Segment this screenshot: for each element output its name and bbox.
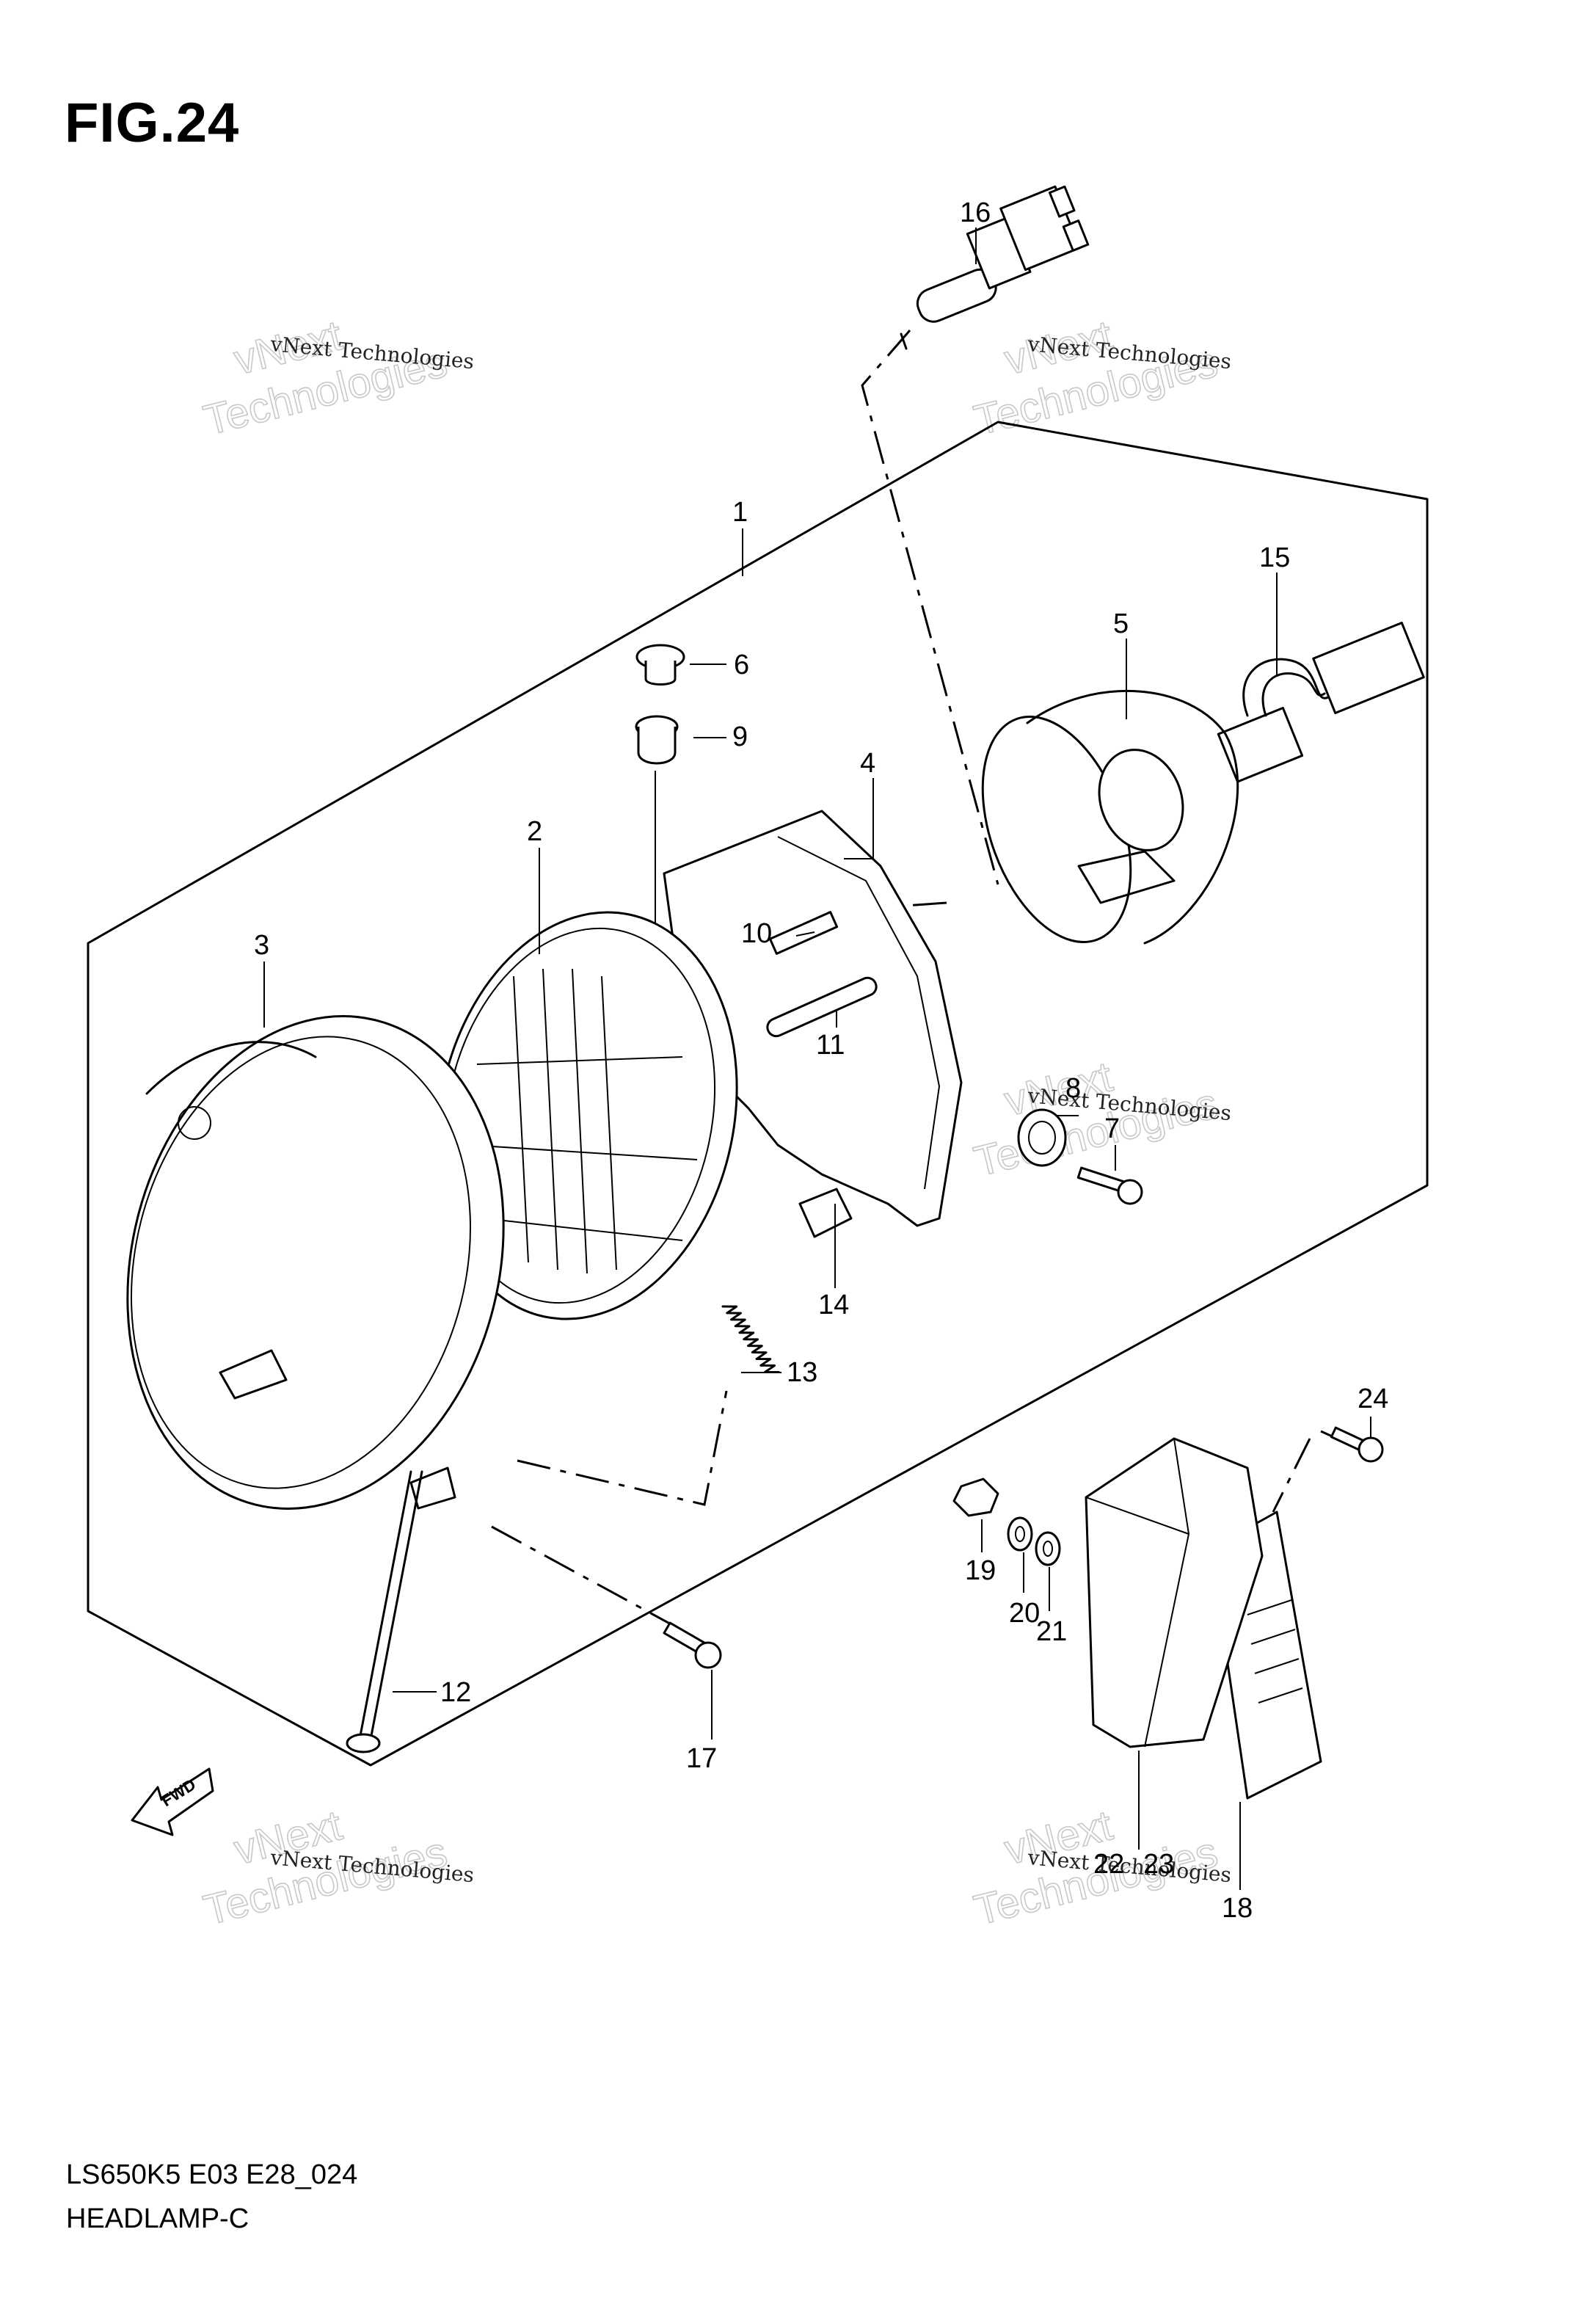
screw	[635, 644, 685, 686]
callout-19: 19	[965, 1555, 996, 1586]
socket-connector	[1217, 622, 1425, 783]
callout-21: 21	[1036, 1616, 1067, 1647]
diagram-name: HEADLAMP-C	[66, 2203, 249, 2234]
side-grommet	[1017, 1108, 1067, 1167]
callout-labels: 1 2 3 4 5 6 7 8 9 10 11 12 13 14 15 16 1…	[254, 197, 1388, 1924]
callout-16: 16	[960, 197, 991, 228]
callout-24: 24	[1358, 1384, 1388, 1414]
callout-22: 22	[1093, 1849, 1124, 1880]
callout-20: 20	[1009, 1598, 1040, 1629]
model-code: LS650K5 E03 E28_024	[66, 2159, 358, 2190]
leader-lines	[263, 228, 1371, 1890]
callout-8: 8	[1065, 1073, 1081, 1104]
fwd-arrow: FWD	[131, 1767, 214, 1836]
callout-6: 6	[734, 650, 749, 680]
figure-title: FIG.24	[65, 92, 240, 154]
signal-housing	[1085, 1437, 1264, 1748]
callout-17: 17	[686, 1743, 717, 1774]
callout-13: 13	[787, 1357, 817, 1388]
callout-14: 14	[818, 1290, 849, 1320]
callout-11: 11	[816, 1030, 845, 1061]
grommet	[635, 715, 679, 932]
mounting-bracket	[663, 810, 963, 1227]
callout-12: 12	[440, 1677, 471, 1708]
adjuster-spring	[721, 1305, 780, 1373]
callout-1: 1	[732, 497, 748, 528]
callout-3: 3	[254, 930, 269, 961]
callout-2: 2	[527, 816, 542, 847]
callout-15: 15	[1259, 542, 1290, 573]
nut	[952, 1477, 999, 1517]
callout-5: 5	[1113, 608, 1129, 639]
callout-23: 23	[1143, 1849, 1174, 1880]
washer	[1007, 1516, 1033, 1552]
callout-7: 7	[1104, 1113, 1120, 1144]
signal-screw	[1330, 1426, 1384, 1463]
callout-18: 18	[1222, 1893, 1253, 1924]
assembly-boundary	[87, 421, 1429, 1767]
side-screw	[1076, 1166, 1143, 1205]
bulb	[900, 185, 1090, 350]
lamp-rim	[126, 1015, 505, 1510]
lamp-housing	[981, 690, 1239, 945]
washer	[1035, 1531, 1061, 1566]
callout-9: 9	[732, 721, 748, 752]
rim-screw	[663, 1621, 722, 1669]
callout-10: 10	[741, 918, 772, 949]
callout-4: 4	[860, 748, 875, 779]
adjusting-screw	[346, 1470, 423, 1753]
nut-clip	[798, 1188, 853, 1238]
